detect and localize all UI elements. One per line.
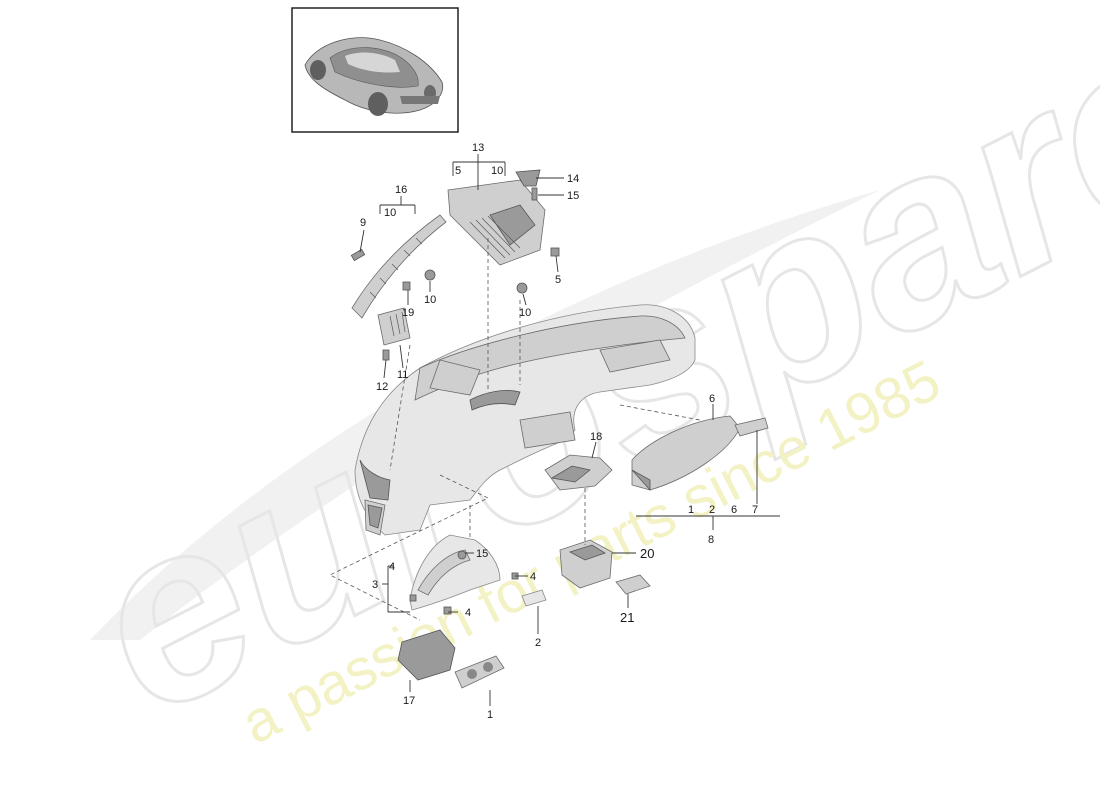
callout-17: 17 bbox=[403, 695, 415, 707]
callout-3: 3 bbox=[372, 579, 378, 591]
callout-19: 19 bbox=[402, 307, 414, 319]
leader-lines bbox=[359, 154, 780, 706]
callout-8-2: 2 bbox=[709, 504, 715, 516]
callout-8: 8 bbox=[708, 534, 714, 546]
small-clips bbox=[350, 247, 560, 361]
callout-8-1: 1 bbox=[688, 504, 694, 516]
callout-13-10: 10 bbox=[491, 165, 503, 177]
callout-21: 21 bbox=[620, 610, 634, 625]
callout-18: 18 bbox=[590, 431, 602, 443]
callout-15-top: 15 bbox=[567, 190, 579, 202]
callout-4-b: 4 bbox=[465, 607, 471, 619]
callout-16-10: 10 bbox=[384, 207, 396, 219]
callout-5: 5 bbox=[555, 274, 561, 286]
vehicle-thumbnail bbox=[291, 7, 459, 133]
callout-16: 16 bbox=[395, 184, 407, 196]
callout-2: 2 bbox=[535, 637, 541, 649]
switch-panel bbox=[454, 655, 505, 689]
glove-box-lid bbox=[734, 417, 769, 437]
callout-10-left: 10 bbox=[424, 294, 436, 306]
callout-20: 20 bbox=[640, 546, 654, 561]
callout-7: 7 bbox=[752, 504, 758, 516]
dash-top-cover bbox=[447, 179, 546, 266]
callout-14: 14 bbox=[567, 173, 579, 185]
callout-6: 6 bbox=[709, 393, 715, 405]
lower-cover bbox=[397, 629, 456, 681]
cover-cap bbox=[521, 589, 547, 607]
speaker-cover bbox=[515, 169, 541, 187]
car-image bbox=[304, 37, 444, 116]
dashboard-carrier bbox=[354, 304, 696, 536]
side-vent bbox=[377, 307, 411, 346]
screw bbox=[531, 187, 538, 201]
callout-13-5: 5 bbox=[455, 165, 461, 177]
callout-3-4: 4 bbox=[389, 561, 395, 573]
callout-9: 9 bbox=[360, 217, 366, 229]
instrument-panel-trim bbox=[409, 534, 501, 611]
callout-10-mid: 10 bbox=[519, 307, 531, 319]
trim-strip bbox=[351, 214, 447, 319]
storage-box bbox=[559, 539, 613, 589]
mat bbox=[615, 574, 651, 595]
callout-15-low: 15 bbox=[476, 548, 488, 560]
assembly-lines bbox=[329, 238, 701, 621]
callout-1: 1 bbox=[487, 709, 493, 721]
callout-12: 12 bbox=[376, 381, 388, 393]
callout-8-6: 6 bbox=[731, 504, 737, 516]
bracket bbox=[544, 454, 613, 491]
watermark-swoosh bbox=[90, 190, 880, 640]
callout-labels: 13 5 10 14 15 16 10 9 19 10 10 5 12 11 6… bbox=[360, 142, 758, 721]
callout-4-a: 4 bbox=[530, 571, 536, 583]
callout-13: 13 bbox=[472, 142, 484, 154]
callout-11: 11 bbox=[397, 369, 408, 381]
